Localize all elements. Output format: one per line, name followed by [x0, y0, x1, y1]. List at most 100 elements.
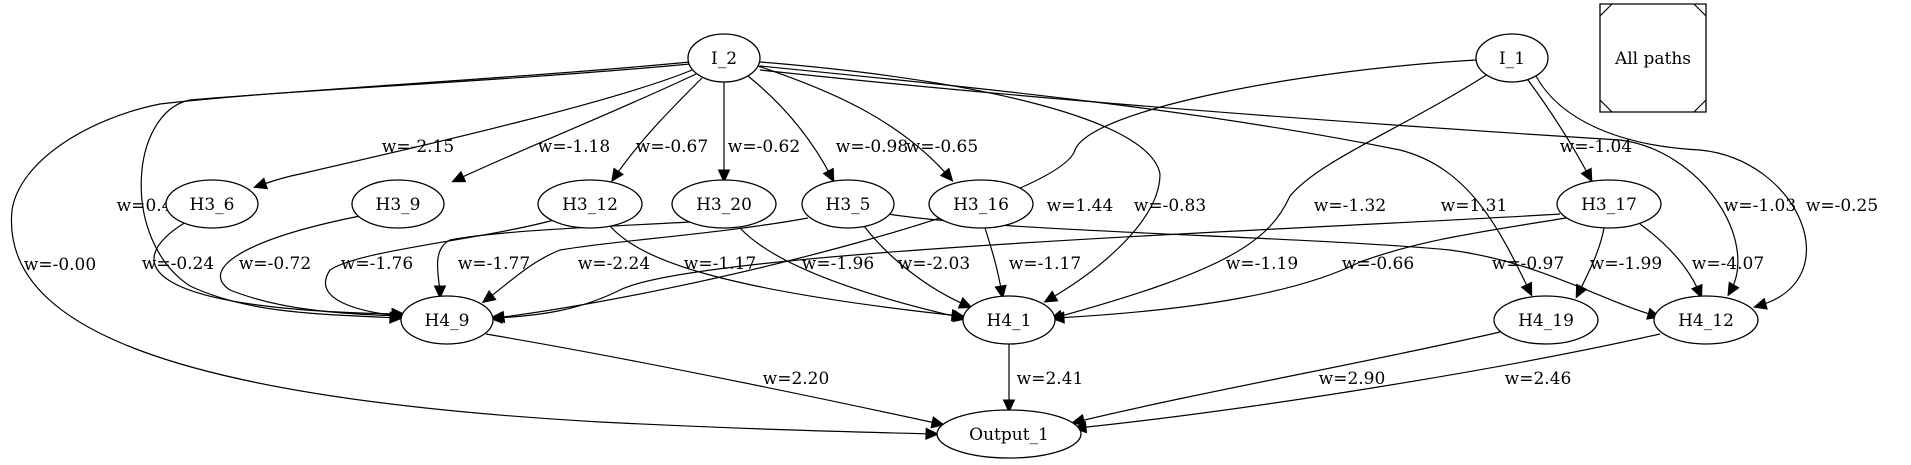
- arrowhead: [1002, 399, 1016, 414]
- arrowhead: [930, 416, 946, 429]
- edge-weight-label: w=2.90: [1319, 369, 1386, 389]
- edge-I_2-to-H4_1: w=-0.83: [759, 61, 1206, 303]
- arrowhead: [1575, 283, 1588, 299]
- edge-weight-label: w=-0.97: [1492, 254, 1564, 274]
- edge-H3_5-to-H4_1: w=-2.03: [863, 225, 973, 309]
- edge-line: [739, 227, 963, 319]
- node-ellipse: [1475, 33, 1549, 83]
- arrowhead: [1043, 290, 1059, 303]
- node-label: H3_12: [562, 195, 618, 215]
- edge-weight-label: w=-1.32: [1314, 196, 1386, 216]
- edge-weight-label: w=-2.24: [578, 254, 650, 274]
- edge-weight-label: w=-1.03: [1724, 196, 1796, 216]
- edge-weight-label: w=-0.83: [1134, 196, 1206, 216]
- edge-weight-label: w=-1.77: [458, 254, 530, 274]
- node-h3-5: H3_5: [801, 179, 895, 229]
- node-h3-12: H3_12: [537, 179, 643, 229]
- edge-line: [1055, 217, 1567, 319]
- arrowhead: [717, 169, 731, 184]
- edge-line: [1527, 79, 1591, 179]
- node-i-2: I_2: [687, 33, 761, 83]
- edge-H3_17-to-H4_9: w=-1.19: [488, 213, 1561, 324]
- edge-H4_9-to-Output_1: w=2.20: [485, 333, 946, 429]
- node-ellipse: [400, 295, 494, 345]
- edge-weight-label: w=-0.72: [239, 254, 311, 274]
- node-ellipse: [1556, 179, 1662, 229]
- node-h3-6: H3_6: [165, 179, 259, 229]
- edge-I_2-to-H3_20: w=-0.62: [717, 81, 800, 184]
- edge-line: [153, 221, 401, 315]
- arrowhead: [481, 289, 497, 304]
- edge-line: [219, 215, 401, 317]
- edge-line: [257, 69, 693, 187]
- edge-weight-label: w=2.41: [1017, 369, 1084, 389]
- arrowhead: [925, 427, 940, 441]
- arrowhead: [1727, 281, 1740, 297]
- node-ellipse: [1653, 295, 1759, 345]
- edge-line: [759, 69, 1739, 293]
- edge-weight-label: w=1.31: [1441, 196, 1508, 216]
- edge-weight-label: w=-0.98: [836, 137, 908, 157]
- node-label: Output_1: [969, 425, 1049, 445]
- node-h3-16: H3_16: [928, 179, 1034, 229]
- edge-I_2-to-H3_9: w=-1.18: [451, 73, 697, 183]
- edge-line: [757, 65, 951, 179]
- edge-H3_17-to-H4_19: w=-1.99: [1575, 227, 1662, 299]
- node-i-1: I_1: [1475, 33, 1549, 83]
- edge-weight-label: w=-0.66: [1342, 254, 1414, 274]
- node-label: H4_12: [1678, 311, 1734, 331]
- legend-box: [1599, 3, 1707, 113]
- edge-line: [759, 65, 1531, 293]
- arrowhead: [1050, 311, 1065, 324]
- edge-I_2-to-Output_1: w=-0.00: [10, 61, 940, 441]
- legend-corner-marks: [1599, 3, 1707, 113]
- edge-line: [747, 75, 833, 179]
- node-h3-17: H3_17: [1556, 179, 1662, 229]
- edge-weight-label: w=1.44: [1047, 196, 1114, 216]
- node-label: H4_1: [987, 311, 1032, 331]
- edge-weight-label: w=-1.96: [802, 254, 874, 274]
- node-h4-12: H4_12: [1653, 295, 1759, 345]
- node-ellipse: [936, 409, 1082, 459]
- edge-weight-label: w=-0.24: [142, 254, 214, 274]
- node-ellipse: [165, 179, 259, 229]
- arrowhead: [1520, 281, 1533, 297]
- edge-weight-label: w=-1.19: [1226, 254, 1298, 274]
- arrowhead: [451, 170, 467, 183]
- edge-I_2-to-H3_6: w=-2.15: [253, 69, 693, 190]
- edge-weight-label: w=-1.18: [538, 137, 610, 157]
- node-ellipse: [687, 33, 761, 83]
- edge-H3_20-to-H4_9: w=-1.77: [433, 221, 691, 300]
- edge-line: [485, 333, 941, 425]
- edge-weight-label: w=-0.62: [728, 137, 800, 157]
- arrowhead: [1580, 167, 1593, 183]
- edge-H3_17-to-H4_12: w=-4.07: [1639, 223, 1764, 299]
- node-label: H4_9: [425, 311, 470, 331]
- node-label: H3_6: [190, 195, 235, 215]
- node-label: I_2: [711, 49, 737, 69]
- edge-I_2-to-H3_12: w=-0.67: [611, 77, 708, 183]
- arrowhead: [939, 167, 954, 182]
- edge-line: [1053, 73, 1489, 319]
- arrowhead: [957, 296, 973, 309]
- edge-line: [140, 63, 691, 319]
- node-ellipse: [928, 179, 1034, 229]
- node-label: H4_19: [1518, 311, 1574, 331]
- node-ellipse: [351, 179, 445, 229]
- edge-line: [493, 213, 1561, 319]
- arrowhead: [253, 177, 269, 190]
- node-ellipse: [962, 295, 1056, 345]
- edge-line: [863, 225, 969, 307]
- node-ellipse: [1493, 295, 1599, 345]
- edge-I_2-to-H3_16: w=-0.65: [757, 65, 978, 182]
- edge-I_1-to-H4_12: w=-0.25: [1535, 75, 1878, 310]
- edge-H3_17-to-H4_1: w=-0.66: [1050, 217, 1567, 324]
- edge-weight-label: w=-1.76: [341, 254, 413, 274]
- node-label: All paths: [1614, 49, 1691, 69]
- edge-H4_1-to-Output_1: w=2.41: [1002, 343, 1084, 414]
- edge-line: [759, 61, 1161, 301]
- arrowhead: [611, 167, 624, 183]
- arrowhead: [1752, 297, 1768, 310]
- edge-weight-label: w=2.46: [1505, 369, 1572, 389]
